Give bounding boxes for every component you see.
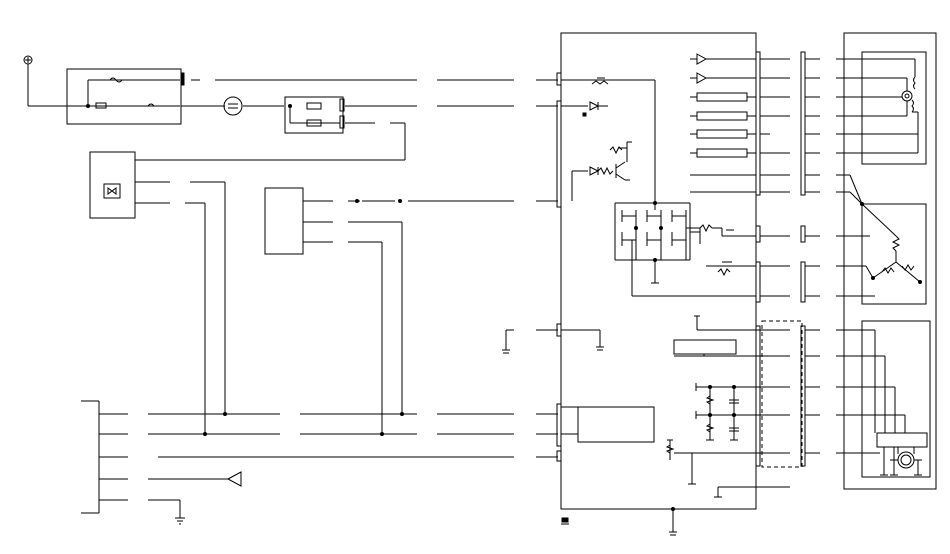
- main-control-unit: [557, 33, 756, 535]
- ignition-module: [90, 152, 225, 434]
- sensor-assembly-box: [862, 321, 930, 477]
- three-phase-motor-box: [850, 175, 926, 304]
- bottom-left-connector: [81, 401, 128, 513]
- power-transistor-bridge: [615, 201, 756, 296]
- ground-terminal-left: [24, 56, 88, 106]
- fuse-box: [67, 69, 184, 124]
- bottom-harness-wires: [148, 412, 558, 524]
- sensor-module: [265, 188, 558, 434]
- stepper-motor-box: [862, 52, 926, 164]
- connector-strip-right: [667, 52, 918, 497]
- relay-block: [135, 97, 405, 160]
- top-harness-wires: [181, 80, 558, 106]
- right-enclosure: [844, 33, 936, 489]
- ground-symbol-mid: [502, 330, 558, 353]
- lamp-connector: [224, 97, 242, 115]
